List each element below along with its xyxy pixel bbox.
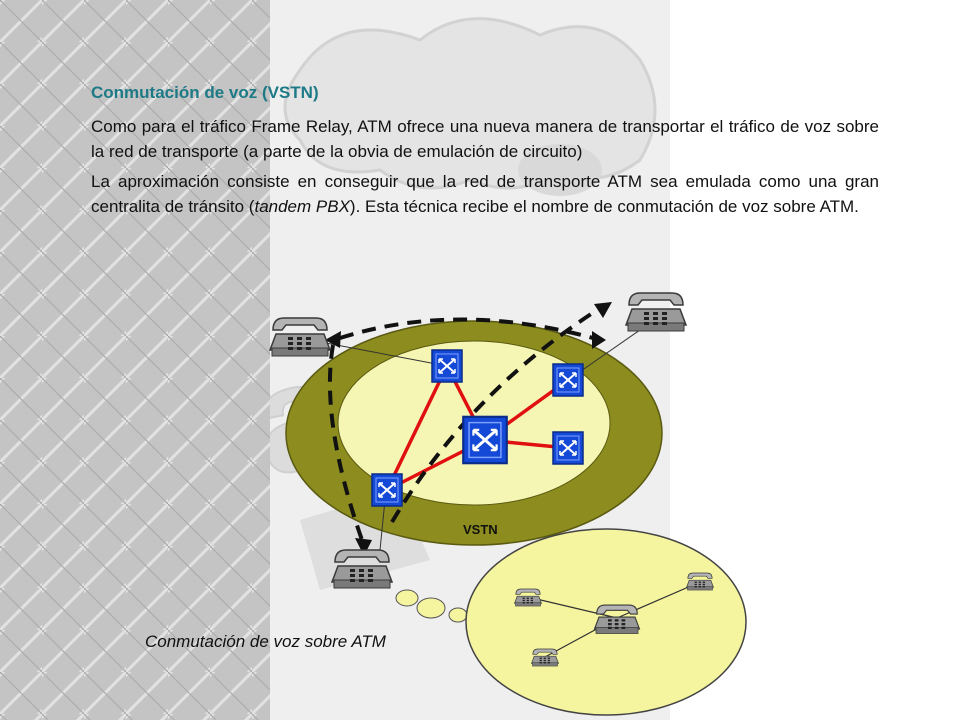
bubble: [448, 607, 468, 623]
sidebar-pattern: [0, 0, 270, 720]
paragraph-2-end: ). Esta técnica recibe el nombre de conm…: [349, 196, 859, 216]
text-area: Conmutación de voz (VSTN) Como para el t…: [91, 83, 879, 225]
extension-phone-icon: [531, 648, 559, 667]
bubble: [395, 589, 419, 607]
atm-switch-center: [461, 415, 509, 465]
extension-phone-icon: [514, 588, 542, 607]
phone-icon: [331, 549, 393, 589]
atm-switch-left: [371, 473, 403, 507]
vstn-label: VSTN: [463, 522, 498, 537]
extension-phone-icon: [686, 572, 714, 591]
phone-icon: [625, 292, 687, 332]
phone-icon: [269, 317, 331, 357]
atm-switch-top: [431, 349, 463, 383]
paragraph-2-start: La aproximación consiste en conseguir qu…: [91, 172, 879, 216]
voice-paths: [327, 303, 607, 541]
paragraph-2-emphasis: tandem PBX: [254, 196, 350, 216]
paragraph-1: Como para el tráfico Frame Relay, ATM of…: [91, 117, 879, 161]
thin-link: [309, 339, 448, 367]
pbx-phone-icon: [593, 604, 641, 635]
atm-switch-right-upper: [552, 363, 584, 397]
thin-link: [379, 499, 386, 551]
paragraph-2: La aproximación consiste en conseguir qu…: [91, 170, 879, 219]
bubble: [416, 597, 446, 619]
slide-heading: Conmutación de voz (VSTN): [91, 83, 319, 102]
diagram-caption: Conmutación de voz sobre ATM: [145, 632, 386, 651]
atm-switch-right-lower: [552, 431, 584, 465]
arrowheads: [325, 302, 612, 556]
